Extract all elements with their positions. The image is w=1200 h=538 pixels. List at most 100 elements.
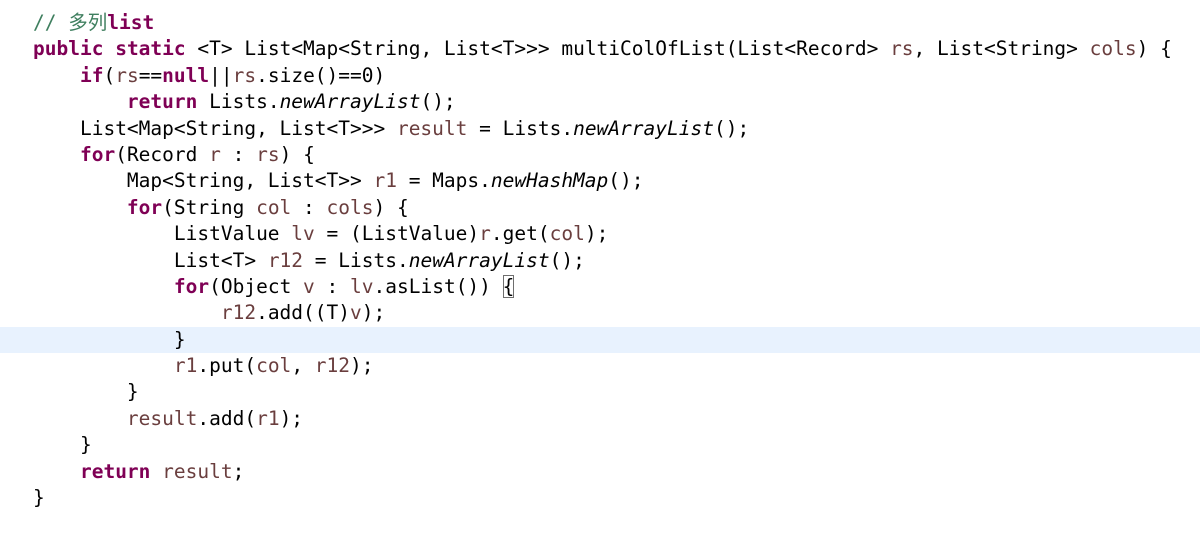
code-token: .asList()) — [373, 274, 503, 298]
code-token: cols — [1089, 37, 1137, 61]
code-token: .put( — [197, 354, 257, 378]
indent — [33, 380, 127, 403]
code-token: ) { — [1136, 37, 1172, 61]
code-token: = Maps. — [396, 169, 491, 193]
code-token: return — [126, 90, 198, 114]
code-line[interactable]: // 多列list — [0, 10, 1200, 36]
code-line[interactable]: List<Map<String, List<T>>> result = List… — [0, 116, 1200, 142]
code-token: .size()==0) — [256, 63, 386, 87]
code-token: (); — [549, 248, 585, 272]
code-line[interactable]: return result; — [0, 459, 1200, 485]
code-token: lv — [291, 222, 315, 246]
code-token: null — [162, 63, 210, 87]
code-token: : — [291, 195, 327, 219]
code-token: = Lists. — [467, 116, 574, 140]
code-token: r1 — [173, 354, 198, 378]
code-line[interactable]: Map<String, List<T>> r1 = Maps.newHashMa… — [0, 168, 1200, 194]
code-line[interactable]: } — [0, 432, 1200, 458]
code-token: rs — [115, 63, 139, 87]
code-token: } — [126, 380, 139, 404]
code-line[interactable]: r1.put(col, r12); — [0, 353, 1200, 379]
code-line[interactable]: List<T> r12 = Lists.newArrayList(); — [0, 248, 1200, 274]
code-token — [103, 37, 115, 60]
code-line[interactable]: } — [0, 379, 1200, 405]
code-line[interactable]: result.add(r1); — [0, 406, 1200, 432]
code-token: ); — [361, 301, 386, 325]
code-token: || — [209, 63, 233, 87]
code-token: col — [256, 354, 292, 378]
code-token: (); — [713, 116, 750, 140]
code-token: // — [33, 11, 69, 34]
code-token: for — [79, 142, 116, 166]
code-token: : — [314, 274, 351, 298]
indent — [33, 222, 174, 245]
code-token: } — [79, 433, 92, 457]
code-token: } — [173, 327, 186, 351]
code-line[interactable]: if(rs==null||rs.size()==0) — [0, 63, 1200, 89]
code-token: ( — [103, 63, 116, 87]
code-token: r12 — [314, 354, 351, 378]
code-token: r — [479, 222, 491, 246]
code-token: newArrayList — [408, 248, 550, 272]
code-token: result — [396, 116, 468, 140]
code-token: , — [291, 354, 315, 378]
code-token: List<Map<String, List<T>>> — [79, 116, 397, 140]
code-token: newArrayList — [279, 90, 421, 114]
code-token: ); — [350, 354, 374, 378]
code-token: col — [256, 195, 292, 219]
code-token: v — [303, 274, 315, 298]
code-token: } — [33, 486, 45, 510]
matching-brace: { — [502, 274, 515, 298]
code-token: return — [79, 459, 151, 483]
code-line[interactable]: return Lists.newArrayList(); — [0, 89, 1200, 115]
code-token: newArrayList — [573, 116, 714, 140]
code-line[interactable]: public static <T> List<Map<String, List<… — [0, 36, 1200, 62]
code-token: static — [115, 37, 186, 61]
code-token: cols — [326, 195, 374, 219]
code-token: <T> List<Map<String, List<T>>> multiColO… — [185, 37, 891, 61]
code-token: 多列 — [68, 11, 108, 34]
indent — [33, 90, 127, 113]
code-token: , List<String> — [913, 37, 1090, 61]
code-token: ) { — [373, 195, 409, 219]
code-token: ) { — [279, 142, 315, 166]
code-token: r12 — [220, 301, 257, 325]
code-token: for — [126, 195, 163, 219]
code-token: rs — [232, 63, 257, 87]
code-token: == — [138, 63, 163, 87]
code-line[interactable]: for(Object v : lv.asList()) { — [0, 274, 1200, 300]
code-token: r1 — [256, 406, 280, 430]
code-line[interactable]: r12.add((T)v); — [0, 300, 1200, 326]
indent — [33, 433, 80, 456]
code-token: col — [549, 222, 585, 246]
code-token: (); — [608, 169, 644, 193]
indent — [33, 460, 80, 483]
code-token: ; — [232, 459, 245, 483]
code-line[interactable]: } — [0, 485, 1200, 511]
code-token: ListValue — [173, 222, 292, 246]
indent — [33, 169, 127, 192]
code-token: (String — [162, 195, 257, 219]
code-token: .add( — [197, 406, 257, 430]
code-token: newHashMap — [490, 169, 609, 193]
indent — [33, 354, 174, 377]
code-token: .get( — [490, 222, 550, 246]
code-line[interactable]: for(Record r : rs) { — [0, 142, 1200, 168]
code-token: public — [33, 37, 104, 61]
code-token: list — [107, 11, 155, 34]
code-token: (); — [420, 90, 456, 114]
code-token: ); — [279, 406, 304, 430]
code-line[interactable]: for(String col : cols) { — [0, 195, 1200, 221]
code-token: (Object — [209, 274, 304, 298]
code-token: rs — [256, 142, 280, 166]
code-line[interactable]: } — [0, 326, 1200, 354]
code-line[interactable]: ListValue lv = (ListValue)r.get(col); — [0, 221, 1200, 247]
indent — [33, 64, 80, 87]
code-token: : — [220, 142, 257, 166]
code-token: result — [126, 406, 198, 430]
indent — [33, 301, 221, 324]
code-token: r — [209, 142, 221, 166]
indent — [33, 407, 127, 430]
indent — [33, 249, 174, 272]
